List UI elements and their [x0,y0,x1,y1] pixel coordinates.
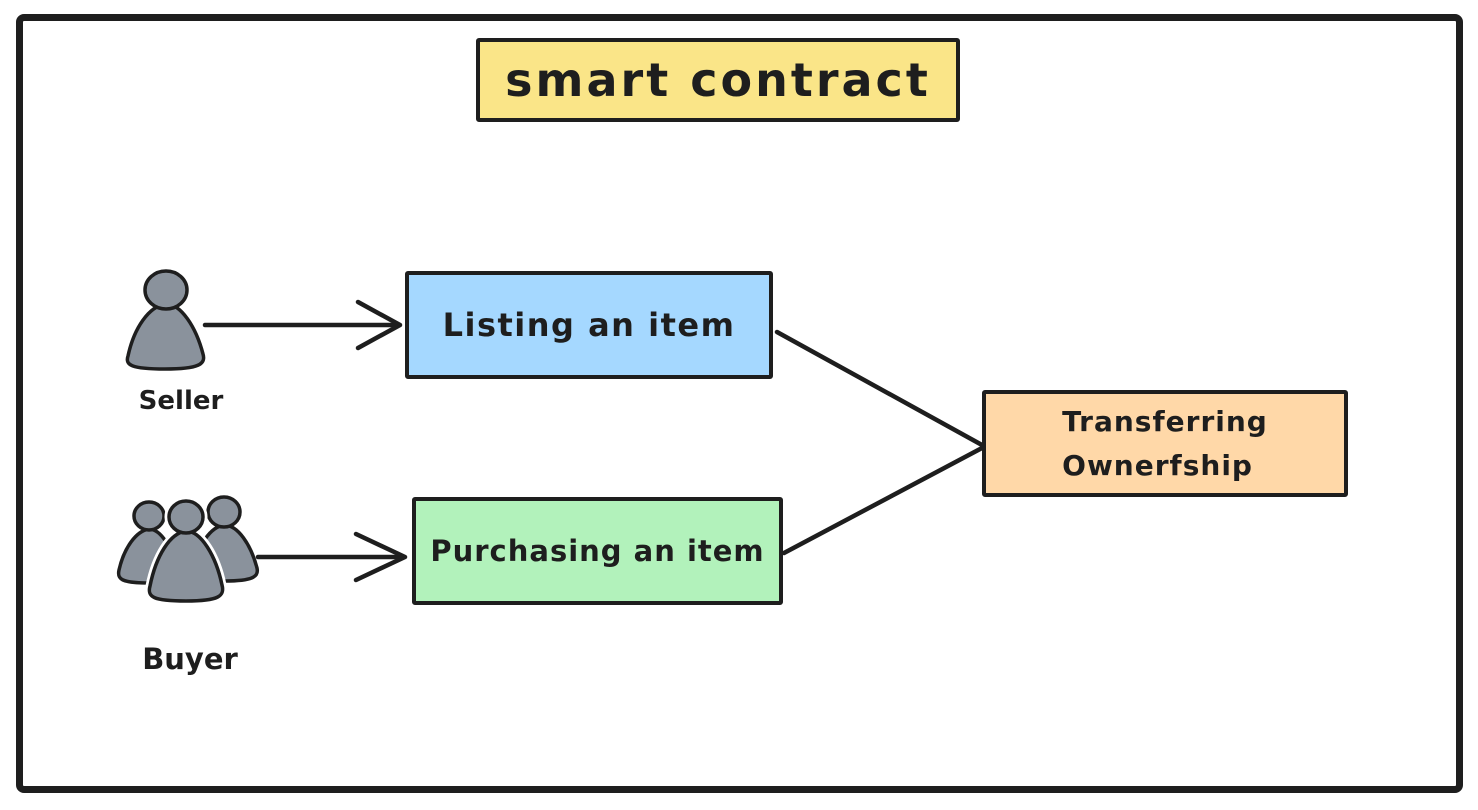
arrowhead-icon [355,299,403,351]
edge-listing-to-transferring [774,329,985,448]
arrow-buyer-to-purchasing [255,531,408,583]
node-label: Transferring Ownerfship [1062,400,1268,488]
seller-person-icon [125,269,206,371]
node-listing-an-item: Listing an item [405,271,773,379]
diagram-title: smart contract [505,53,931,107]
buyer-label: Buyer [142,642,238,676]
person-head [167,499,205,535]
node-label-line1: Transferring [1062,404,1268,438]
person-body [125,302,206,371]
arrow-seller-to-listing [202,299,403,351]
person-head [206,495,242,529]
node-label: Purchasing an item [430,534,765,568]
node-label: Listing an item [442,306,736,344]
node-transferring-ownership: Transferring Ownerfship [982,390,1348,497]
diagram-border [16,14,1463,793]
person-head [143,269,189,311]
node-purchasing-an-item: Purchasing an item [412,497,783,605]
person-body [147,529,225,603]
seller-label: Seller [138,386,224,416]
buyer-group-icon [116,495,260,606]
title-box: smart contract [476,38,960,122]
node-label-line2: Ownerfship [1062,448,1253,482]
edge-purchasing-to-transferring [781,445,985,556]
person-head [132,500,166,532]
arrowhead-icon [353,531,408,583]
